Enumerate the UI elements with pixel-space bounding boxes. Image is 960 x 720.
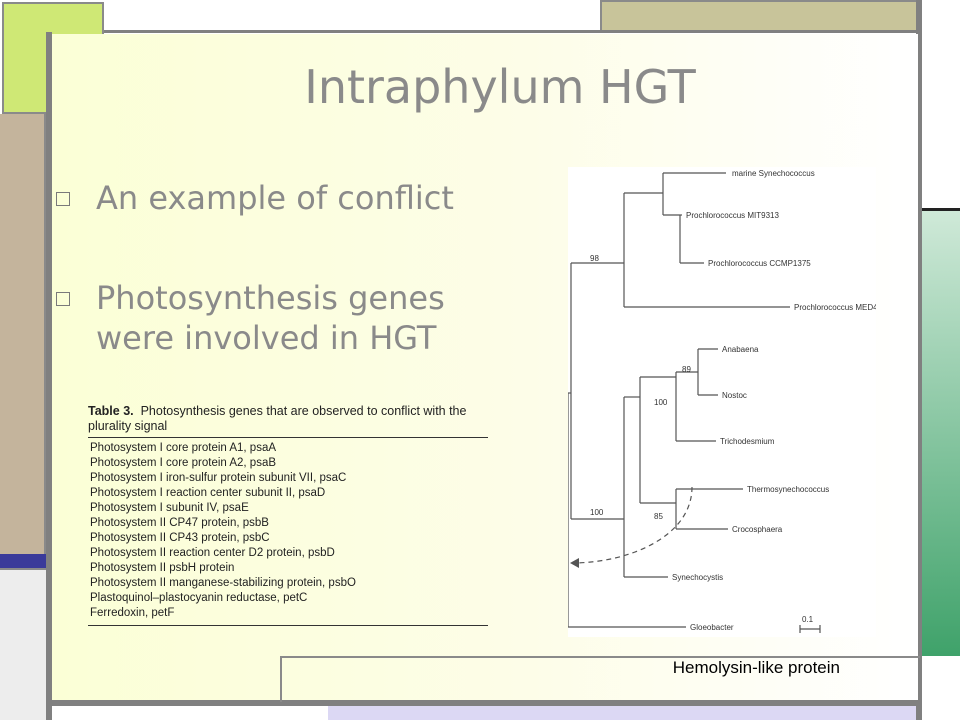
taxon-label: marine Synechococcus bbox=[732, 169, 815, 178]
bootstrap-label: 89 bbox=[682, 365, 691, 374]
right-teal-strip bbox=[922, 208, 960, 656]
table-row: Photosystem II CP47 protein, psbB bbox=[90, 517, 269, 529]
tree-svg: marine Synechococcus Prochlorococcus MIT… bbox=[567, 169, 878, 633]
figure-caption: Hemolysin-like protein bbox=[672, 658, 840, 677]
left-gray-strip bbox=[0, 568, 46, 720]
bootstrap-label: 100 bbox=[654, 398, 668, 407]
table-row: Photosystem II reaction center D2 protei… bbox=[90, 547, 335, 559]
taxon-label: Prochlorococcus CCMP1375 bbox=[708, 259, 811, 268]
table-row: Photosystem I core protein A2, psaB bbox=[90, 457, 277, 469]
tree-labels: marine Synechococcus Prochlorococcus MIT… bbox=[590, 169, 878, 632]
taxon-label: Synechocystis bbox=[672, 573, 723, 582]
scale-bar bbox=[799, 625, 821, 633]
bootstrap-label: 98 bbox=[590, 254, 599, 263]
table-row: Plastoquinol–plastocyanin reductase, pet… bbox=[90, 592, 308, 604]
phylogenetic-tree: marine Synechococcus Prochlorococcus MIT… bbox=[567, 167, 878, 637]
taxon-label: Crocosphaera bbox=[732, 525, 783, 534]
table-row: Photosystem I iron-sulfur protein subuni… bbox=[90, 472, 347, 484]
top-olive-bar bbox=[600, 0, 918, 32]
taxon-label: Trichodesmium bbox=[720, 437, 775, 446]
table-row: Photosystem II CP43 protein, psbC bbox=[90, 532, 270, 544]
taxon-label: Prochlorococcus MIT9313 bbox=[686, 211, 779, 220]
bottom-frame-line bbox=[52, 700, 918, 706]
table-row: Photosystem I subunit IV, psaE bbox=[90, 502, 249, 514]
taxon-label: Anabaena bbox=[722, 345, 759, 354]
bullet-text: Photosynthesis genes were involved in HG… bbox=[96, 279, 445, 357]
table-row: Photosystem I reaction center subunit II… bbox=[90, 487, 326, 499]
taxon-label: Thermosynechococcus bbox=[747, 485, 829, 494]
scale-label: 0.1 bbox=[802, 615, 814, 624]
square-bullet-icon bbox=[56, 192, 70, 206]
bullet-item: Photosynthesis genes were involved in HG… bbox=[56, 278, 496, 358]
right-frame-line bbox=[916, 0, 922, 720]
slide-title: Intraphylum HGT bbox=[304, 60, 696, 114]
bullet-item: An example of conflict bbox=[56, 178, 496, 218]
table-row: Photosystem II manganese-stabilizing pro… bbox=[90, 577, 356, 589]
bullet-text: An example of conflict bbox=[96, 179, 454, 217]
table-caption-text: Photosynthesis genes that are observed t… bbox=[88, 404, 467, 433]
left-frame-line bbox=[46, 32, 52, 720]
taxon-label: Prochlorococcus MED4 bbox=[794, 303, 876, 312]
tree-branches bbox=[567, 172, 821, 633]
table-rows: Photosystem I core protein A1, psaA Phot… bbox=[88, 438, 488, 626]
arrowhead-icon bbox=[570, 558, 579, 568]
table-label: Table 3. bbox=[88, 404, 134, 418]
transfer-arrow bbox=[571, 486, 693, 564]
square-bullet-icon bbox=[56, 292, 70, 306]
bootstrap-label: 100 bbox=[590, 508, 604, 517]
caption-box-frame bbox=[280, 656, 920, 702]
table-row: Photosystem II psbH protein bbox=[90, 562, 235, 574]
bottom-lavender-bar bbox=[328, 706, 916, 720]
taxon-label: Nostoc bbox=[722, 391, 747, 400]
table-row: Photosystem I core protein A1, psaA bbox=[90, 442, 277, 454]
bootstrap-label: 85 bbox=[654, 512, 663, 521]
top-frame-line bbox=[104, 30, 920, 33]
table-row: Ferredoxin, petF bbox=[90, 607, 175, 619]
left-blue-square bbox=[0, 554, 46, 568]
left-tan-strip bbox=[0, 114, 46, 570]
gene-table: Table 3. Photosynthesis genes that are o… bbox=[88, 404, 488, 626]
table-caption: Table 3. Photosynthesis genes that are o… bbox=[88, 404, 488, 438]
taxon-label: Gloeobacter bbox=[690, 623, 734, 632]
